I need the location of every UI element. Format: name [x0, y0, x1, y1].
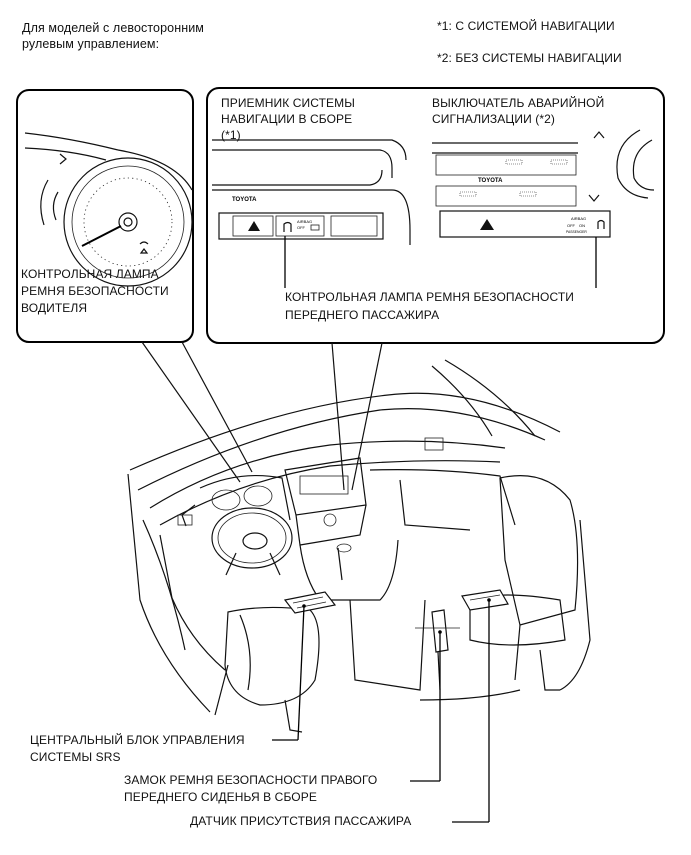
note-no-navigation: *2: БЕЗ СИСТЕМЫ НАВИГАЦИИ — [437, 51, 622, 65]
bottom-leaders — [272, 598, 491, 823]
brand-logo-nav: TOYOTA — [232, 197, 257, 203]
brand-logo-hazard: TOYOTA — [478, 178, 503, 184]
label-occupant-sensor: ДАТЧИК ПРИСУТСТВИЯ ПАССАЖИРА — [190, 814, 412, 828]
on-label-hazard: ON — [579, 223, 585, 228]
off-label-hazard: OFF — [567, 223, 576, 228]
note-navigation: *1: С СИСТЕМОЙ НАВИГАЦИИ — [437, 19, 615, 33]
vehicle-interior — [127, 359, 591, 733]
center-panel-inset: TOYOTA AIRBAG OFF TOYOTA AIRBAG OFF ON P… — [206, 87, 665, 344]
label-hazard-switch: ВЫКЛЮЧАТЕЛЬ АВАРИЙНОЙ СИГНАЛИЗАЦИИ (*2) — [432, 96, 605, 126]
airbag-label-nav: AIRBAG — [297, 219, 312, 224]
passenger-label-hazard: PASSENGER — [566, 230, 587, 234]
label-srs-center-unit: ЦЕНТРАЛЬНЫЙ БЛОК УПРАВЛЕНИЯ СИСТЕМЫ SRS — [30, 733, 245, 764]
label-seatbelt-buckle: ЗАМОК РЕМНЯ БЕЗОПАСНОСТИ ПРАВОГО ПЕРЕДНЕ… — [124, 773, 378, 804]
airbag-label-hazard: AIRBAG — [571, 216, 586, 221]
label-navigation-receiver: ПРИЕМНИК СИСТЕМЫ НАВИГАЦИИ В СБОРЕ (*1) — [221, 96, 355, 142]
intro-text: Для моделей с левосторонним рулевым упра… — [22, 21, 204, 51]
label-driver-seatbelt-lamp: КОНТРОЛЬНАЯ ЛАМПА РЕМНЯ БЕЗОПАСНОСТИ ВОД… — [21, 267, 169, 315]
off-label-nav: OFF — [297, 225, 306, 230]
cluster-inset — [16, 89, 194, 343]
label-passenger-seatbelt-lamp: КОНТРОЛЬНАЯ ЛАМПА РЕМНЯ БЕЗОПАСНОСТИ ПЕР… — [285, 290, 574, 322]
